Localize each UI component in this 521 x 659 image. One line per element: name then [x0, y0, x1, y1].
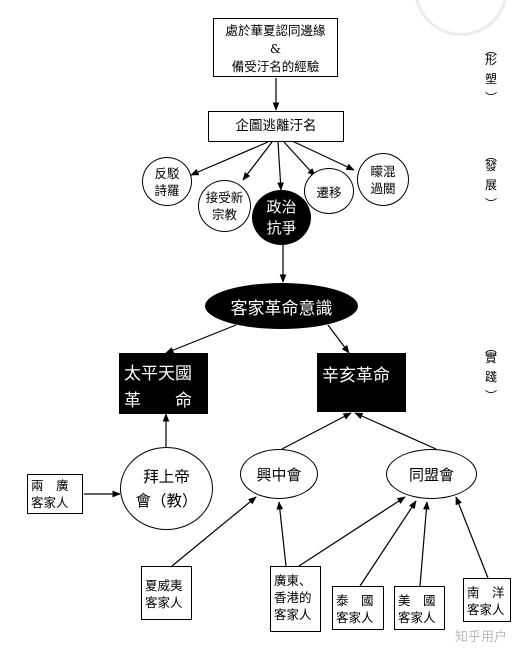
- phase-char: ︶: [484, 91, 497, 105]
- arrow-xingzhong-to-xinhai: [281, 412, 352, 450]
- node-lianguang: 兩 廣 客家人: [27, 474, 83, 514]
- node-taiping-line2: 革 命: [124, 391, 192, 411]
- phase-char: 塑: [484, 72, 497, 86]
- phase-development: ︵發展 ︶: [483, 148, 499, 211]
- node-origin: 處於華夏認同邊緣 & 備受汙名的經驗: [213, 18, 338, 77]
- arrow-escape-to-politics: [277, 141, 284, 191]
- phase-char: ︶: [484, 197, 497, 211]
- node-accept-religion: 接受新 宗教: [198, 180, 251, 232]
- arrow-escape-to-accept-religion: [242, 141, 273, 181]
- node-hawaii: 夏威夷 客家人: [141, 566, 192, 620]
- phase-char: ︵: [484, 341, 497, 355]
- node-politics: 政治 抗爭: [252, 190, 311, 245]
- node-usa: 美 國 客家人: [394, 586, 445, 630]
- node-lianguang-line2: 客家人: [31, 495, 69, 510]
- phase-char: 實: [484, 351, 497, 365]
- phase-char: ︵: [484, 149, 497, 163]
- node-tongmeng: 同盟會: [386, 449, 477, 499]
- phase-char: ︶: [484, 389, 497, 403]
- node-migrate: 遷移: [304, 168, 354, 214]
- arrow-hawaii-to-xingzhong: [171, 496, 257, 567]
- node-rebut: 反駁 詩羅: [142, 157, 192, 206]
- node-escape: 企圖逃離汙名: [208, 111, 344, 142]
- node-taiping-line1: 太平天國: [124, 364, 192, 384]
- phase-char: ︵: [484, 43, 497, 57]
- node-blend: 矇混 過關: [357, 153, 409, 206]
- arrow-thailand-to-tongmeng: [359, 500, 417, 587]
- node-xinhai-label: 辛亥革命: [322, 366, 390, 386]
- node-thailand: 泰 國 客家人: [332, 586, 384, 630]
- phase-char: 踐: [484, 370, 497, 384]
- arrow-escape-to-rebut: [190, 141, 269, 176]
- arrow-escape-to-migrate: [283, 141, 316, 177]
- arrow-guangdong-to-tongmeng: [298, 496, 406, 567]
- node-xinhai: 辛亥革命: [317, 353, 406, 412]
- arrow-usa-to-tongmeng: [419, 501, 430, 587]
- node-god-society: 拜上帝 會（教）: [120, 447, 213, 530]
- node-xingzhong: 興中會: [240, 449, 318, 499]
- phase-char: 形: [484, 53, 497, 67]
- arrow-consciousness-to-taiping: [165, 324, 237, 354]
- phase-practice: ︵實踐 ︶: [483, 340, 499, 403]
- arrow-nanyang-to-tongmeng: [455, 496, 489, 579]
- arrow-tongmeng-to-xinhai: [354, 412, 437, 450]
- node-consciousness: 客家革命意識: [205, 283, 358, 329]
- phase-char: 發: [484, 159, 497, 173]
- arrow-consciousness-to-xinhai: [327, 324, 350, 354]
- node-guangdong-hk: 廣東、 香港的 客家人: [270, 566, 321, 632]
- phase-formation: ︵形塑 ︶: [483, 42, 499, 105]
- arrow-escape-to-blend: [289, 139, 355, 171]
- phase-char: 展: [484, 178, 497, 192]
- node-lianguang-line1: 兩 廣: [31, 478, 69, 493]
- node-taiping: 太平天國 革 命: [119, 353, 208, 414]
- watermark: 知乎用户: [454, 630, 507, 645]
- arrow-guangdong-to-xingzhong: [276, 501, 287, 567]
- node-nanyang: 南 洋 客家人: [463, 578, 511, 622]
